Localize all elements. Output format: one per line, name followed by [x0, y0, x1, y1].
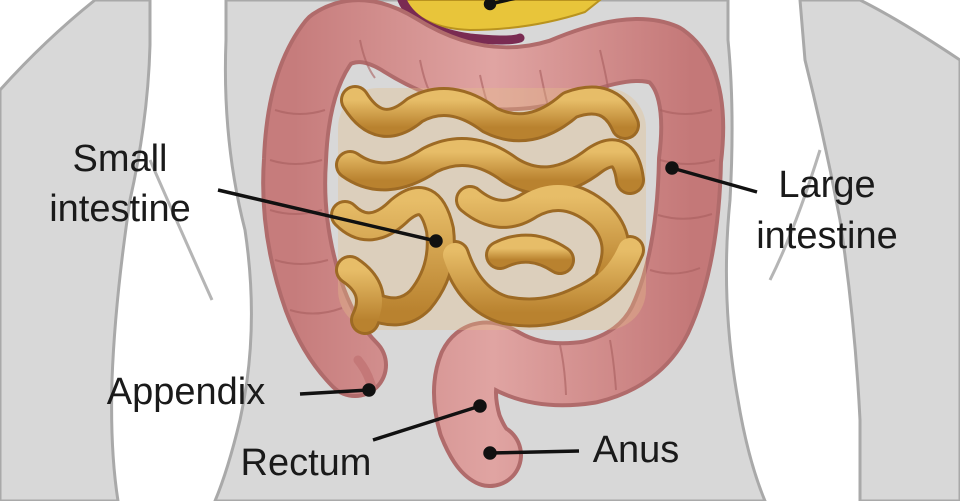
anus-leader-line [489, 449, 580, 455]
large-intestine [261, 0, 726, 488]
small-intestine-leader-line [217, 188, 437, 243]
large-intestine-leader-line [671, 166, 758, 194]
small-intestine-label-line1: Small [72, 138, 167, 180]
anus-leader-dot [483, 446, 497, 460]
small-intestine-leader-dot [429, 234, 443, 248]
anus-label: Anus [593, 429, 680, 471]
large-intestine-label-line1: Large [778, 164, 875, 206]
large-intestine-label-line2: intestine [756, 215, 898, 257]
rectum-label: Rectum [241, 442, 372, 484]
stomach-leader-dot [483, 0, 497, 11]
rectum-leader-dot [473, 399, 487, 413]
large-intestine-leader-dot [665, 161, 679, 175]
small-intestine-label-line2: intestine [49, 188, 191, 230]
appendix-leader-dot [362, 383, 376, 397]
leader-lines [217, 0, 758, 460]
rectum-leader-line [372, 404, 481, 442]
appendix-label: Appendix [107, 371, 265, 413]
small-intestine [330, 85, 646, 335]
appendix-leader-line [299, 388, 370, 396]
labels: Small intestine Large intestine Appendix… [49, 138, 898, 484]
